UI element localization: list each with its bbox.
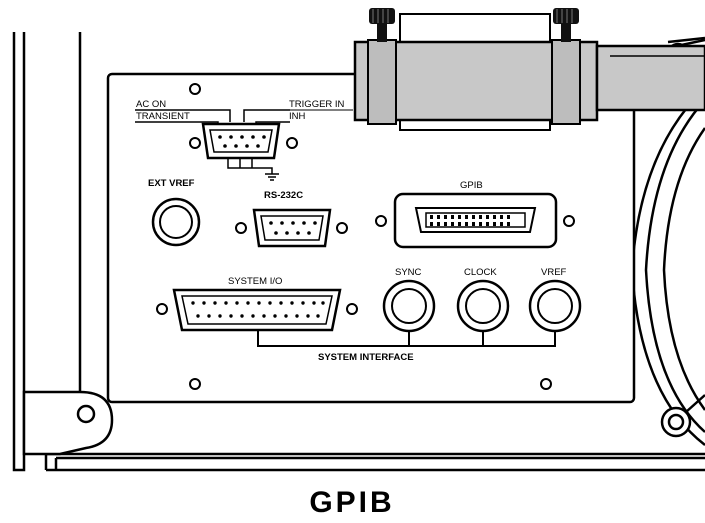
screw-hole-icon <box>286 137 298 149</box>
system-interface-label: SYSTEM INTERFACE <box>318 352 414 363</box>
trigger-inhibit-connector: AC ON TRANSIENT TRIGGER IN INH <box>135 83 353 181</box>
ground-icon <box>265 173 279 181</box>
vref-jack: VREF <box>528 267 582 333</box>
screw-hole-icon <box>336 222 348 234</box>
gpib-port: GPIB <box>375 180 575 249</box>
sync-label: SYNC <box>395 267 422 278</box>
chassis-frame <box>12 32 705 472</box>
transient-label: TRANSIENT <box>136 111 190 122</box>
system-io-label: SYSTEM I/O <box>228 276 282 287</box>
screw-hole-icon <box>189 137 201 149</box>
ext-vref-label: EXT VREF <box>148 178 195 189</box>
screw-hole-icon <box>540 378 552 390</box>
inh-label: INH <box>289 111 306 122</box>
screw-hole-icon <box>563 215 575 227</box>
screw-hole-icon <box>375 215 387 227</box>
figure-caption: GPIB <box>309 486 394 519</box>
sync-jack: SYNC <box>382 267 436 333</box>
clock-jack: CLOCK <box>456 267 510 333</box>
screw-hole-icon <box>156 303 168 315</box>
screw-hole-icon <box>235 222 247 234</box>
thumbscrew-icon <box>369 8 395 42</box>
rs232c-port: RS-232C <box>235 190 348 248</box>
system-io-port: SYSTEM I/O <box>156 276 358 332</box>
trigger-in-label: TRIGGER IN <box>289 99 345 110</box>
screw-hole-icon <box>189 83 201 95</box>
system-interface-bracket <box>257 330 556 347</box>
thumbscrew-icon <box>553 8 579 42</box>
clock-label: CLOCK <box>464 267 497 278</box>
mounting-bracket <box>22 390 114 456</box>
screw-hole-icon <box>346 303 358 315</box>
ac-on-label: AC ON <box>136 99 166 110</box>
bracket-hole-icon <box>76 404 96 424</box>
gpib-label: GPIB <box>460 180 483 191</box>
screw-hole-icon <box>189 378 201 390</box>
ext-vref-jack: EXT VREF <box>148 178 201 247</box>
gpib-cable-connector <box>353 8 705 131</box>
rs232c-label: RS-232C <box>264 190 303 201</box>
vref-label: VREF <box>541 267 567 278</box>
